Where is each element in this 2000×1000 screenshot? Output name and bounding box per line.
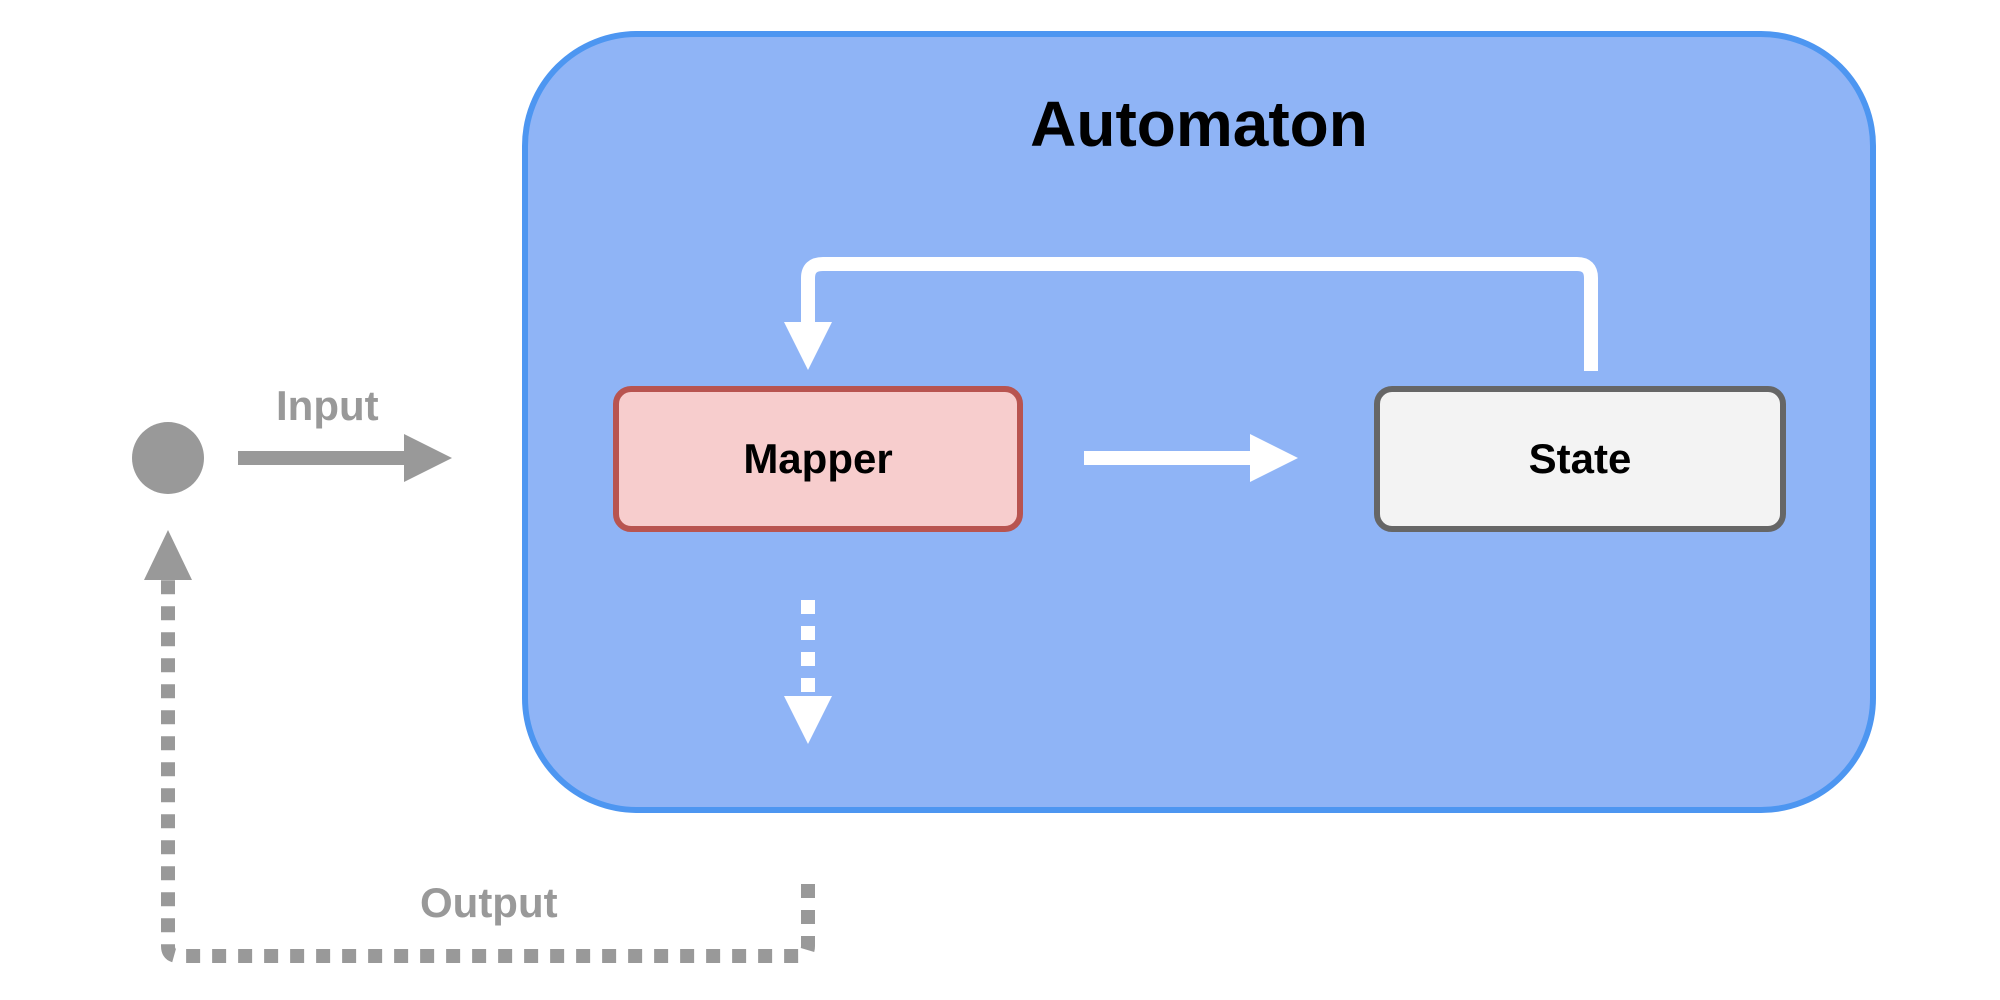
start-node <box>132 422 204 494</box>
output-loop-arrow <box>144 530 815 963</box>
mapper-label: Mapper <box>743 435 893 482</box>
mapper-to-state-arrow <box>1084 434 1298 482</box>
mapper-node: Mapper <box>613 386 1023 532</box>
state-label: State <box>1528 435 1632 482</box>
state-to-mapper-feedback-arrow <box>784 257 1598 371</box>
output-label: Output <box>420 879 558 926</box>
automaton-title: Automaton <box>1030 88 1368 160</box>
input-label: Input <box>276 382 379 429</box>
state-node: State <box>1374 386 1786 532</box>
mapper-output-arrow <box>784 600 832 744</box>
input-arrow <box>238 434 452 482</box>
